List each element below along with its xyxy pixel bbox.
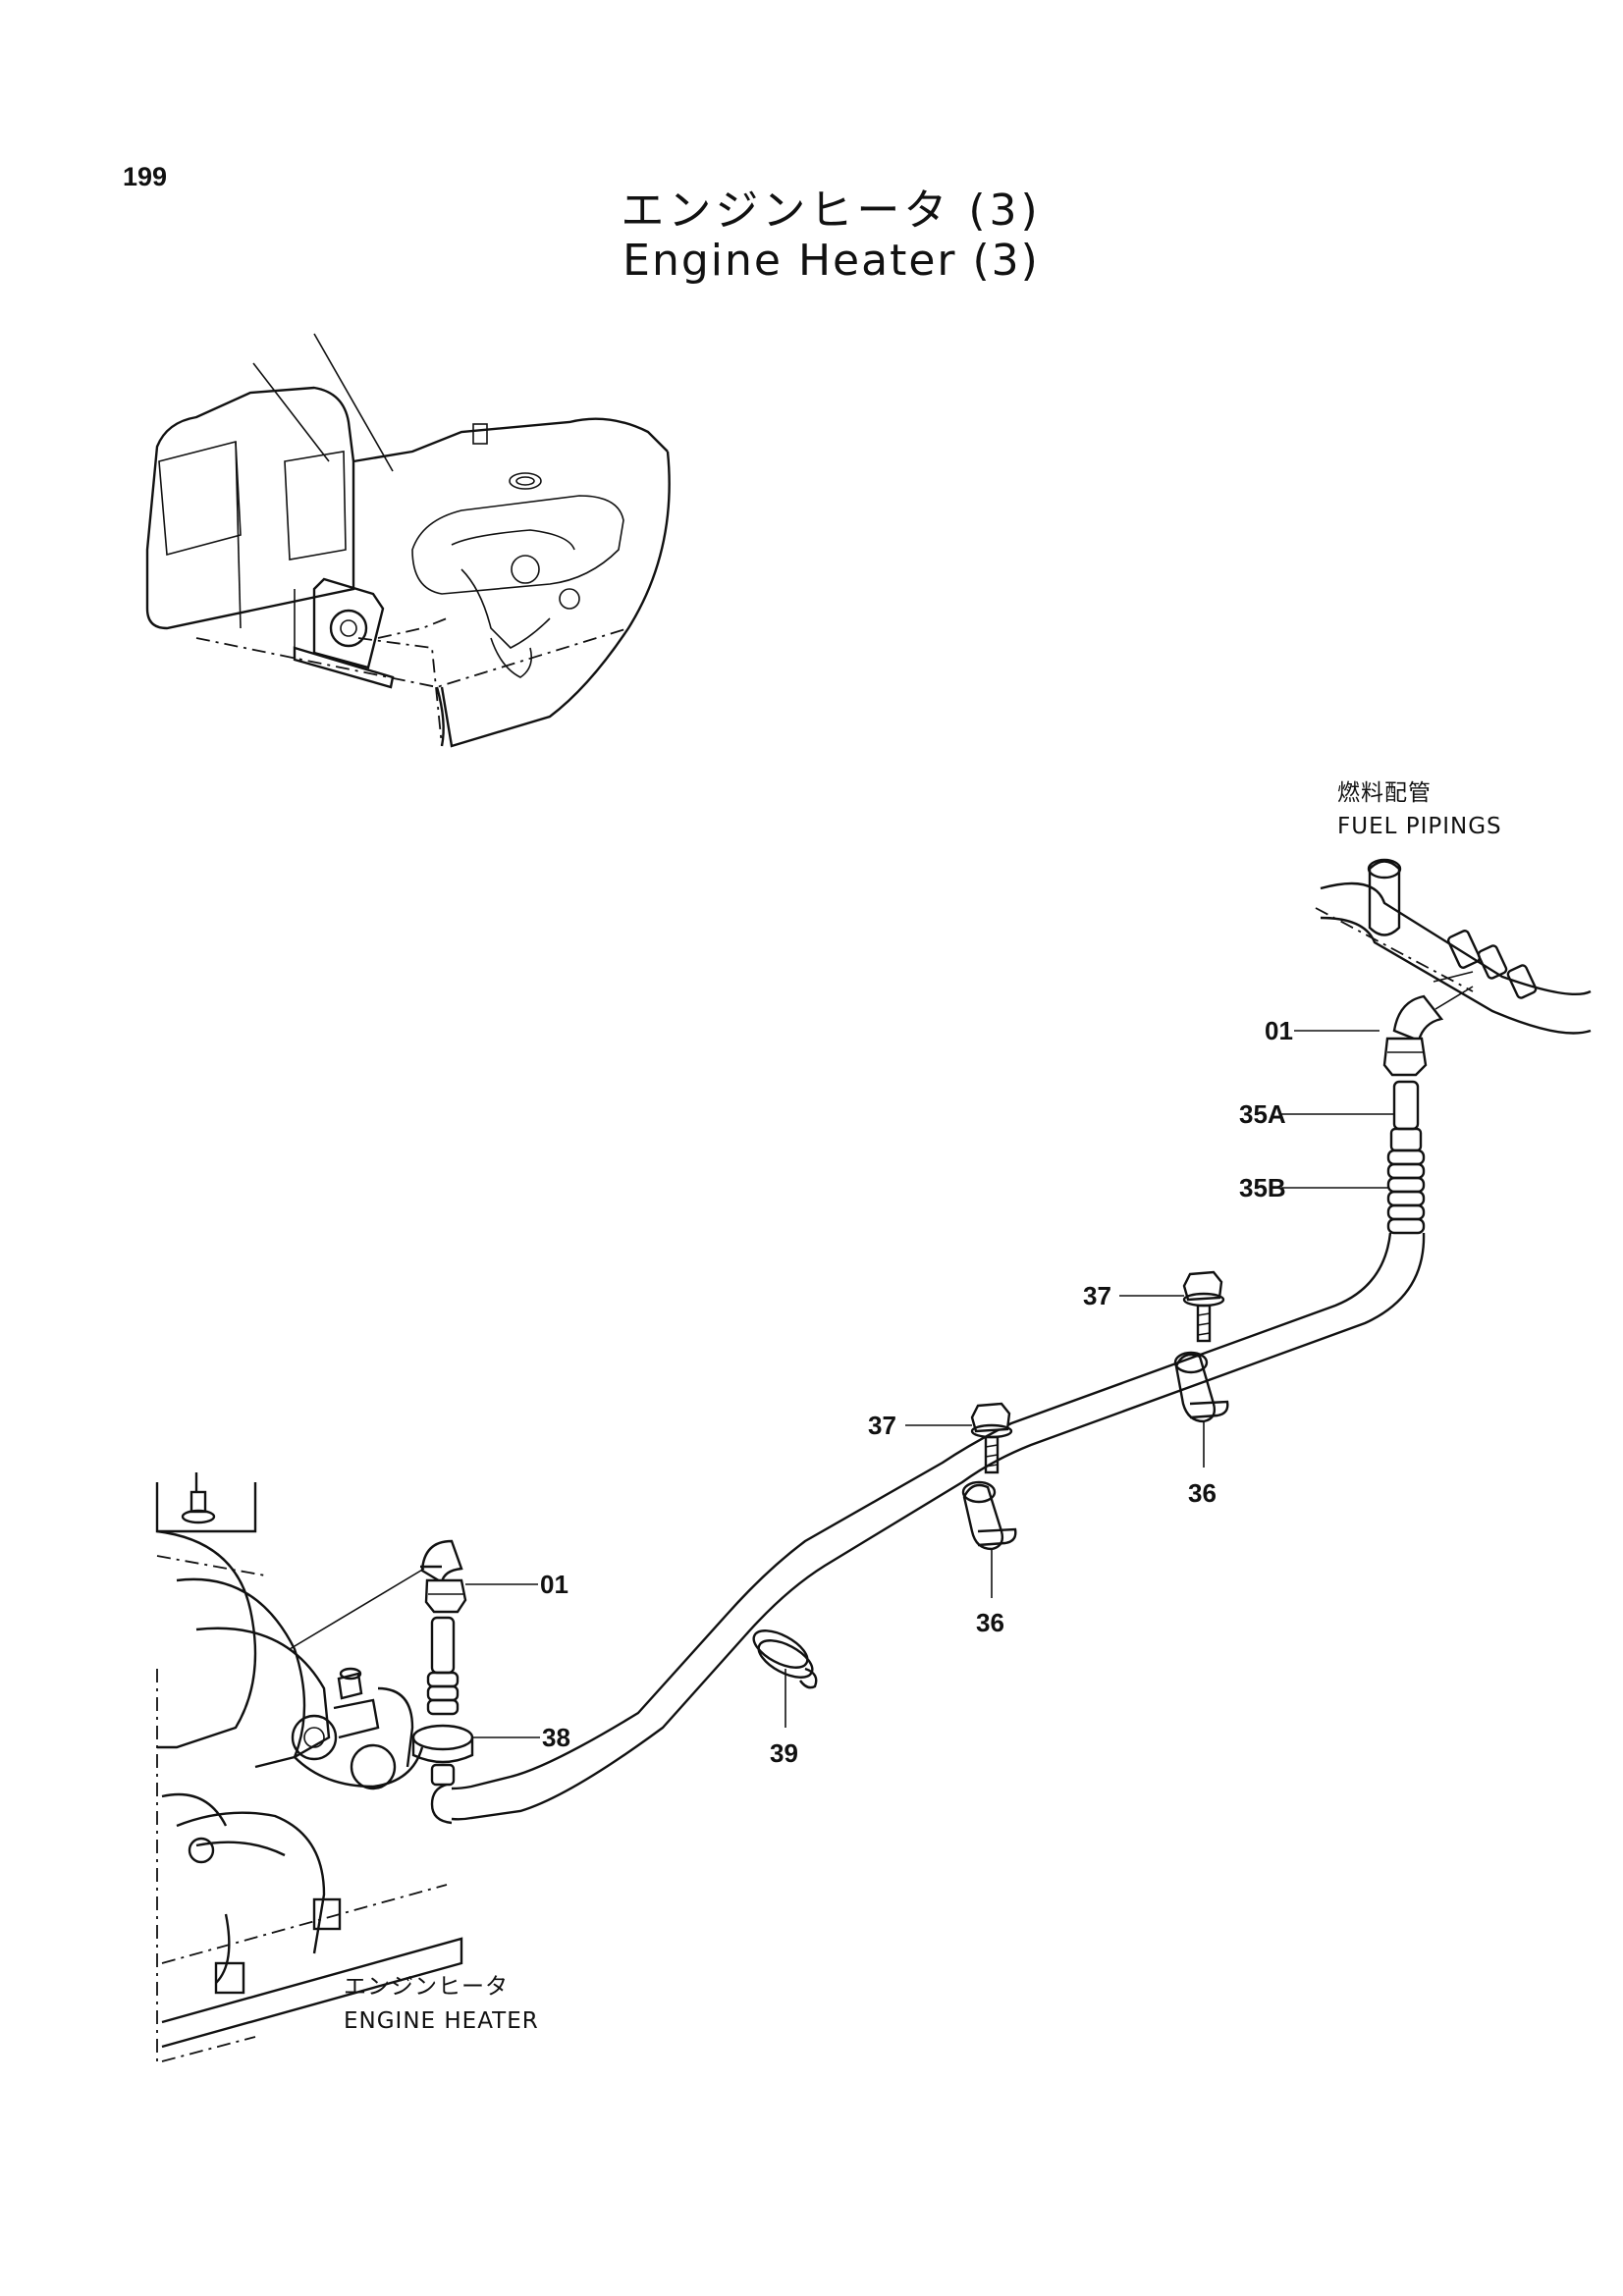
fuel-pipings-caption-jp: 燃料配管 xyxy=(1337,780,1432,806)
callout-35B: 35B xyxy=(1239,1173,1286,1202)
engine-heater-caption-en: ENGINE HEATER xyxy=(344,2008,539,2034)
clamp-right xyxy=(1173,1351,1229,1423)
page-title-japanese: エンジンヒータ (3) xyxy=(621,186,1042,236)
page-title-english: Engine Heater (3) xyxy=(622,236,1040,286)
fuel-pipings-caption-en: FUEL PIPINGS xyxy=(1337,814,1502,839)
callout-01-bottom: 01 xyxy=(540,1570,568,1599)
hose-band xyxy=(752,1629,818,1689)
callout-38: 38 xyxy=(542,1723,570,1752)
callout-37-left: 37 xyxy=(868,1411,896,1440)
callout-36-right: 36 xyxy=(1188,1478,1217,1508)
heater-hose xyxy=(430,1080,1426,1825)
fuel-pipings xyxy=(1315,858,1592,1035)
clamp-left xyxy=(961,1480,1017,1551)
page-number: 199 xyxy=(123,162,168,191)
bolt-left xyxy=(970,1402,1013,1474)
adapter-fitting xyxy=(411,1616,474,1787)
callout-39: 39 xyxy=(770,1738,798,1768)
callout-37-right: 37 xyxy=(1083,1281,1111,1310)
bolt-right xyxy=(1182,1270,1225,1343)
callout-36-left: 36 xyxy=(976,1608,1004,1637)
engine-heater-unit xyxy=(155,1472,463,2062)
engine-heater-caption-jp: エンジンヒータ xyxy=(344,1974,509,2000)
elbow-fitting-bottom xyxy=(420,1539,467,1614)
excavator-overview xyxy=(145,333,671,748)
callout-35A: 35A xyxy=(1239,1099,1286,1129)
elbow-fitting-top xyxy=(1382,986,1474,1077)
callout-01-top: 01 xyxy=(1265,1016,1293,1045)
